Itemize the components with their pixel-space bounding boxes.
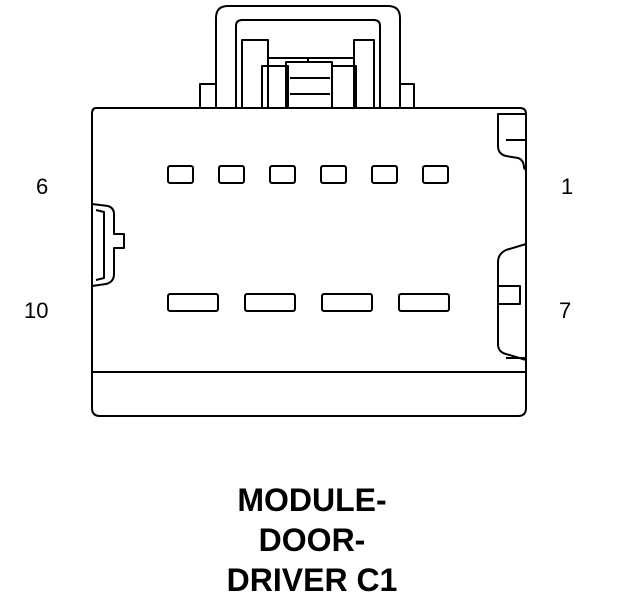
pin-cavity-4 <box>269 165 296 184</box>
pin-cavity-10 <box>167 293 219 312</box>
pin-cavity-3 <box>320 165 347 184</box>
bottom-row-cavities <box>167 293 450 312</box>
connector-body <box>91 107 527 417</box>
pin-cavity-7 <box>398 293 450 312</box>
pin-label-6: 6 <box>36 174 49 199</box>
pin-cavity-9 <box>244 293 296 312</box>
pin-cavity-6 <box>167 165 194 184</box>
pin-cavity-8 <box>321 293 373 312</box>
left-key-notch <box>91 203 125 287</box>
connector-latch <box>199 5 415 108</box>
connector-title-line-1: MODULE- <box>237 482 387 518</box>
pin-label-10: 10 <box>24 298 49 323</box>
top-row-cavities <box>167 165 449 184</box>
connector-title-line-2: DOOR- <box>258 522 366 558</box>
pin-cavity-5 <box>218 165 245 184</box>
right-side-rib <box>497 113 527 361</box>
pin-label-7: 7 <box>559 298 572 323</box>
pin-cavity-1 <box>422 165 449 184</box>
connector-title-line-3: DRIVER C1 <box>226 562 398 598</box>
pin-cavity-2 <box>371 165 398 184</box>
pin-label-1: 1 <box>561 174 574 199</box>
